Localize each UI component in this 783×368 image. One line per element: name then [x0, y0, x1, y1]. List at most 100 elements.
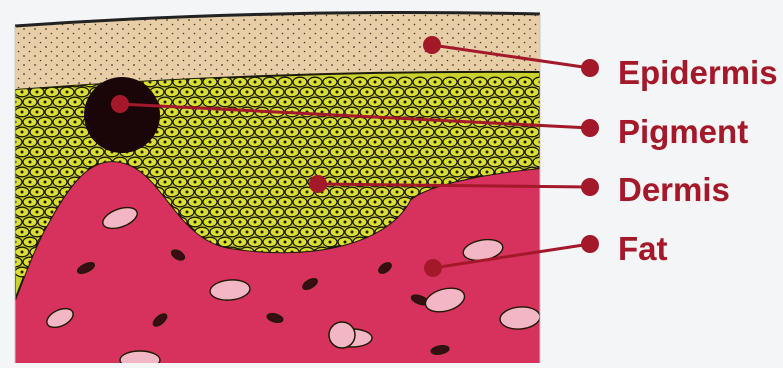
dermis-cell-nucleus	[404, 201, 407, 204]
dermis-cell-nucleus	[479, 81, 482, 84]
dermis-cell-nucleus	[464, 81, 467, 84]
dermis-cell-nucleus	[404, 81, 407, 84]
dermis-cell-nucleus	[351, 111, 354, 114]
dermis-cell-nucleus	[171, 111, 174, 114]
dermis-cell-nucleus	[141, 151, 144, 154]
dermis-cell-nucleus	[246, 211, 249, 214]
dermis-cell-nucleus	[89, 161, 92, 164]
dermis-cell-nucleus	[291, 191, 294, 194]
dermis-cell-nucleus	[299, 161, 302, 164]
dermis-cell-nucleus	[516, 91, 519, 94]
dermis-cell-nucleus	[291, 211, 294, 214]
dermis-cell-nucleus	[501, 131, 504, 134]
dermis-cell-nucleus	[66, 91, 69, 94]
dermis-cell-nucleus	[284, 161, 287, 164]
dermis-cell-nucleus	[224, 201, 227, 204]
dermis-cell-nucleus	[411, 131, 414, 134]
dermis-cell-nucleus	[381, 111, 384, 114]
dermis-cell-nucleus	[254, 181, 257, 184]
dermis-cell-nucleus	[501, 91, 504, 94]
dermis-cell-nucleus	[209, 101, 212, 104]
dermis-cell-nucleus	[419, 101, 422, 104]
dermis-cell-nucleus	[381, 131, 384, 134]
dot-fat-label	[581, 235, 599, 253]
dermis-cell-nucleus	[299, 181, 302, 184]
dermis-cell-nucleus	[314, 101, 317, 104]
dermis-cell-nucleus	[449, 101, 452, 104]
dermis-cell-nucleus	[156, 151, 159, 154]
dermis-cell-nucleus	[449, 81, 452, 84]
dermis-cell-nucleus	[164, 101, 167, 104]
dermis-cell-nucleus	[59, 161, 62, 164]
dermis-cell-nucleus	[456, 91, 459, 94]
dermis-cell-nucleus	[171, 171, 174, 174]
dermis-cell-nucleus	[209, 81, 212, 84]
dermis-cell-nucleus	[389, 141, 392, 144]
dermis-cell-nucleus	[156, 91, 159, 94]
dermis-cell-nucleus	[344, 141, 347, 144]
dermis-cell-nucleus	[299, 101, 302, 104]
dermis-cell-nucleus	[351, 211, 354, 214]
dermis-cell-nucleus	[194, 81, 197, 84]
dermis-cell-nucleus	[374, 101, 377, 104]
dermis-cell-nucleus	[374, 161, 377, 164]
dermis-cell-nucleus	[396, 111, 399, 114]
dermis-cell-nucleus	[81, 91, 84, 94]
dermis-cell-nucleus	[246, 171, 249, 174]
dermis-cell-nucleus	[194, 181, 197, 184]
dermis-cell-nucleus	[411, 151, 414, 154]
dermis-cell-nucleus	[36, 231, 39, 234]
dermis-cell-nucleus	[419, 181, 422, 184]
dermis-cell-nucleus	[276, 211, 279, 214]
dermis-cell-nucleus	[224, 221, 227, 224]
dermis-cell-nucleus	[374, 181, 377, 184]
dermis-cell-nucleus	[246, 131, 249, 134]
dermis-cell-nucleus	[419, 121, 422, 124]
dermis-cell-nucleus	[209, 141, 212, 144]
dermis-cell-nucleus	[404, 181, 407, 184]
dermis-cell-nucleus	[59, 101, 62, 104]
dermis-cell-nucleus	[216, 211, 219, 214]
dermis-cell-nucleus	[276, 171, 279, 174]
dermis-cell-nucleus	[374, 201, 377, 204]
dermis-cell-nucleus	[51, 211, 54, 214]
dermis-cell-nucleus	[59, 181, 62, 184]
dermis-cell-nucleus	[36, 91, 39, 94]
dermis-cell-nucleus	[284, 81, 287, 84]
dermis-cell-nucleus	[426, 131, 429, 134]
dermis-cell-nucleus	[344, 221, 347, 224]
dermis-cell-nucleus	[74, 121, 77, 124]
dermis-cell-nucleus	[479, 101, 482, 104]
dermis-cell-nucleus	[276, 231, 279, 234]
dermis-cell-nucleus	[44, 141, 47, 144]
dermis-cell-nucleus	[359, 121, 362, 124]
dermis-cell-nucleus	[201, 231, 204, 234]
dermis-cell-nucleus	[239, 201, 242, 204]
dermis-cell-nucleus	[426, 151, 429, 154]
dermis-cell-nucleus	[486, 131, 489, 134]
dermis-cell-nucleus	[486, 91, 489, 94]
dermis-cell-nucleus	[291, 231, 294, 234]
dermis-cell-nucleus	[224, 181, 227, 184]
dermis-cell-nucleus	[81, 131, 84, 134]
dermis-cell-nucleus	[441, 91, 444, 94]
dermis-cell-nucleus	[441, 151, 444, 154]
dermis-cell-nucleus	[231, 231, 234, 234]
dermis-cell-nucleus	[276, 191, 279, 194]
dermis-cell-nucleus	[434, 181, 437, 184]
dermis-cell-nucleus	[321, 211, 324, 214]
dermis-cell-nucleus	[479, 141, 482, 144]
dermis-cell-nucleus	[396, 151, 399, 154]
dermis-cell-nucleus	[261, 91, 264, 94]
dermis-cell-nucleus	[269, 101, 272, 104]
dermis-cell-nucleus	[231, 171, 234, 174]
dermis-cell-nucleus	[441, 171, 444, 174]
dermis-cell-nucleus	[396, 91, 399, 94]
dermis-cell-nucleus	[366, 111, 369, 114]
dermis-cell-nucleus	[494, 161, 497, 164]
dermis-cell-nucleus	[314, 141, 317, 144]
dermis-cell-nucleus	[224, 161, 227, 164]
dermis-cell-nucleus	[194, 201, 197, 204]
dermis-cell-nucleus	[449, 141, 452, 144]
dermis-cell-nucleus	[486, 111, 489, 114]
